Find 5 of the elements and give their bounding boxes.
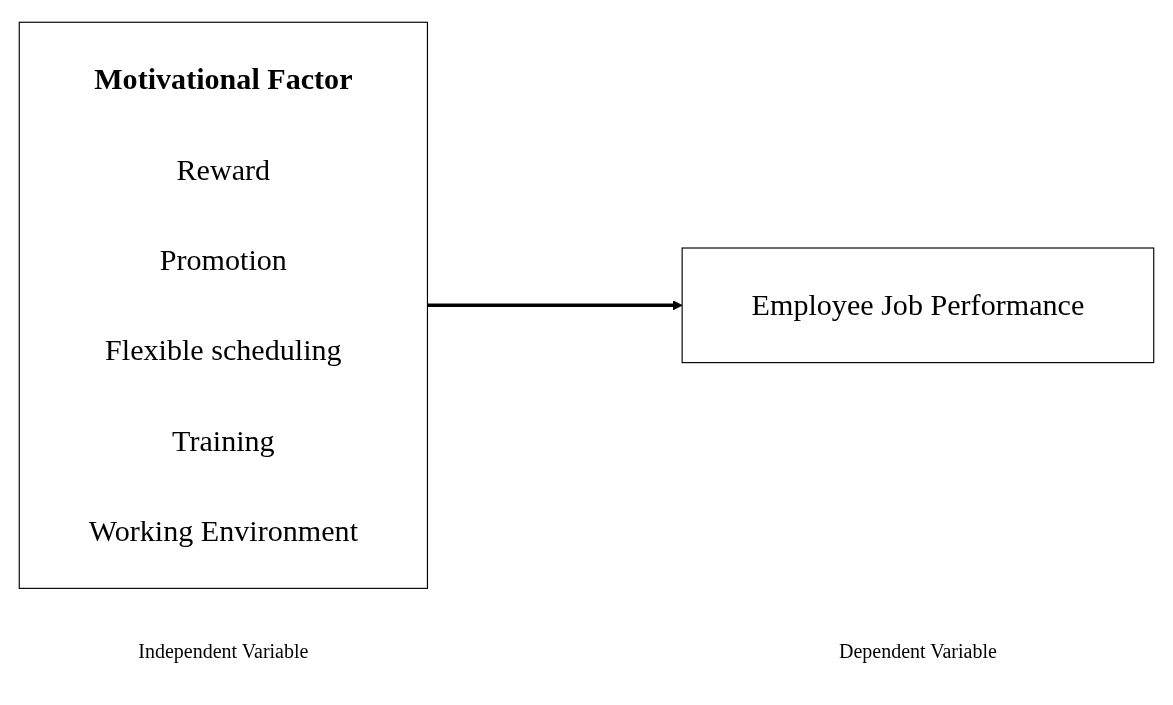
node-box: Employee Job Performance	[681, 247, 1155, 363]
variable-label: Dependent Variable	[839, 640, 997, 663]
variable-label: Independent Variable	[138, 640, 309, 663]
arrow	[427, 299, 683, 311]
node-box: Motivational Factor Reward Promotion Flexible scheduling Training Working Environment	[18, 21, 429, 589]
